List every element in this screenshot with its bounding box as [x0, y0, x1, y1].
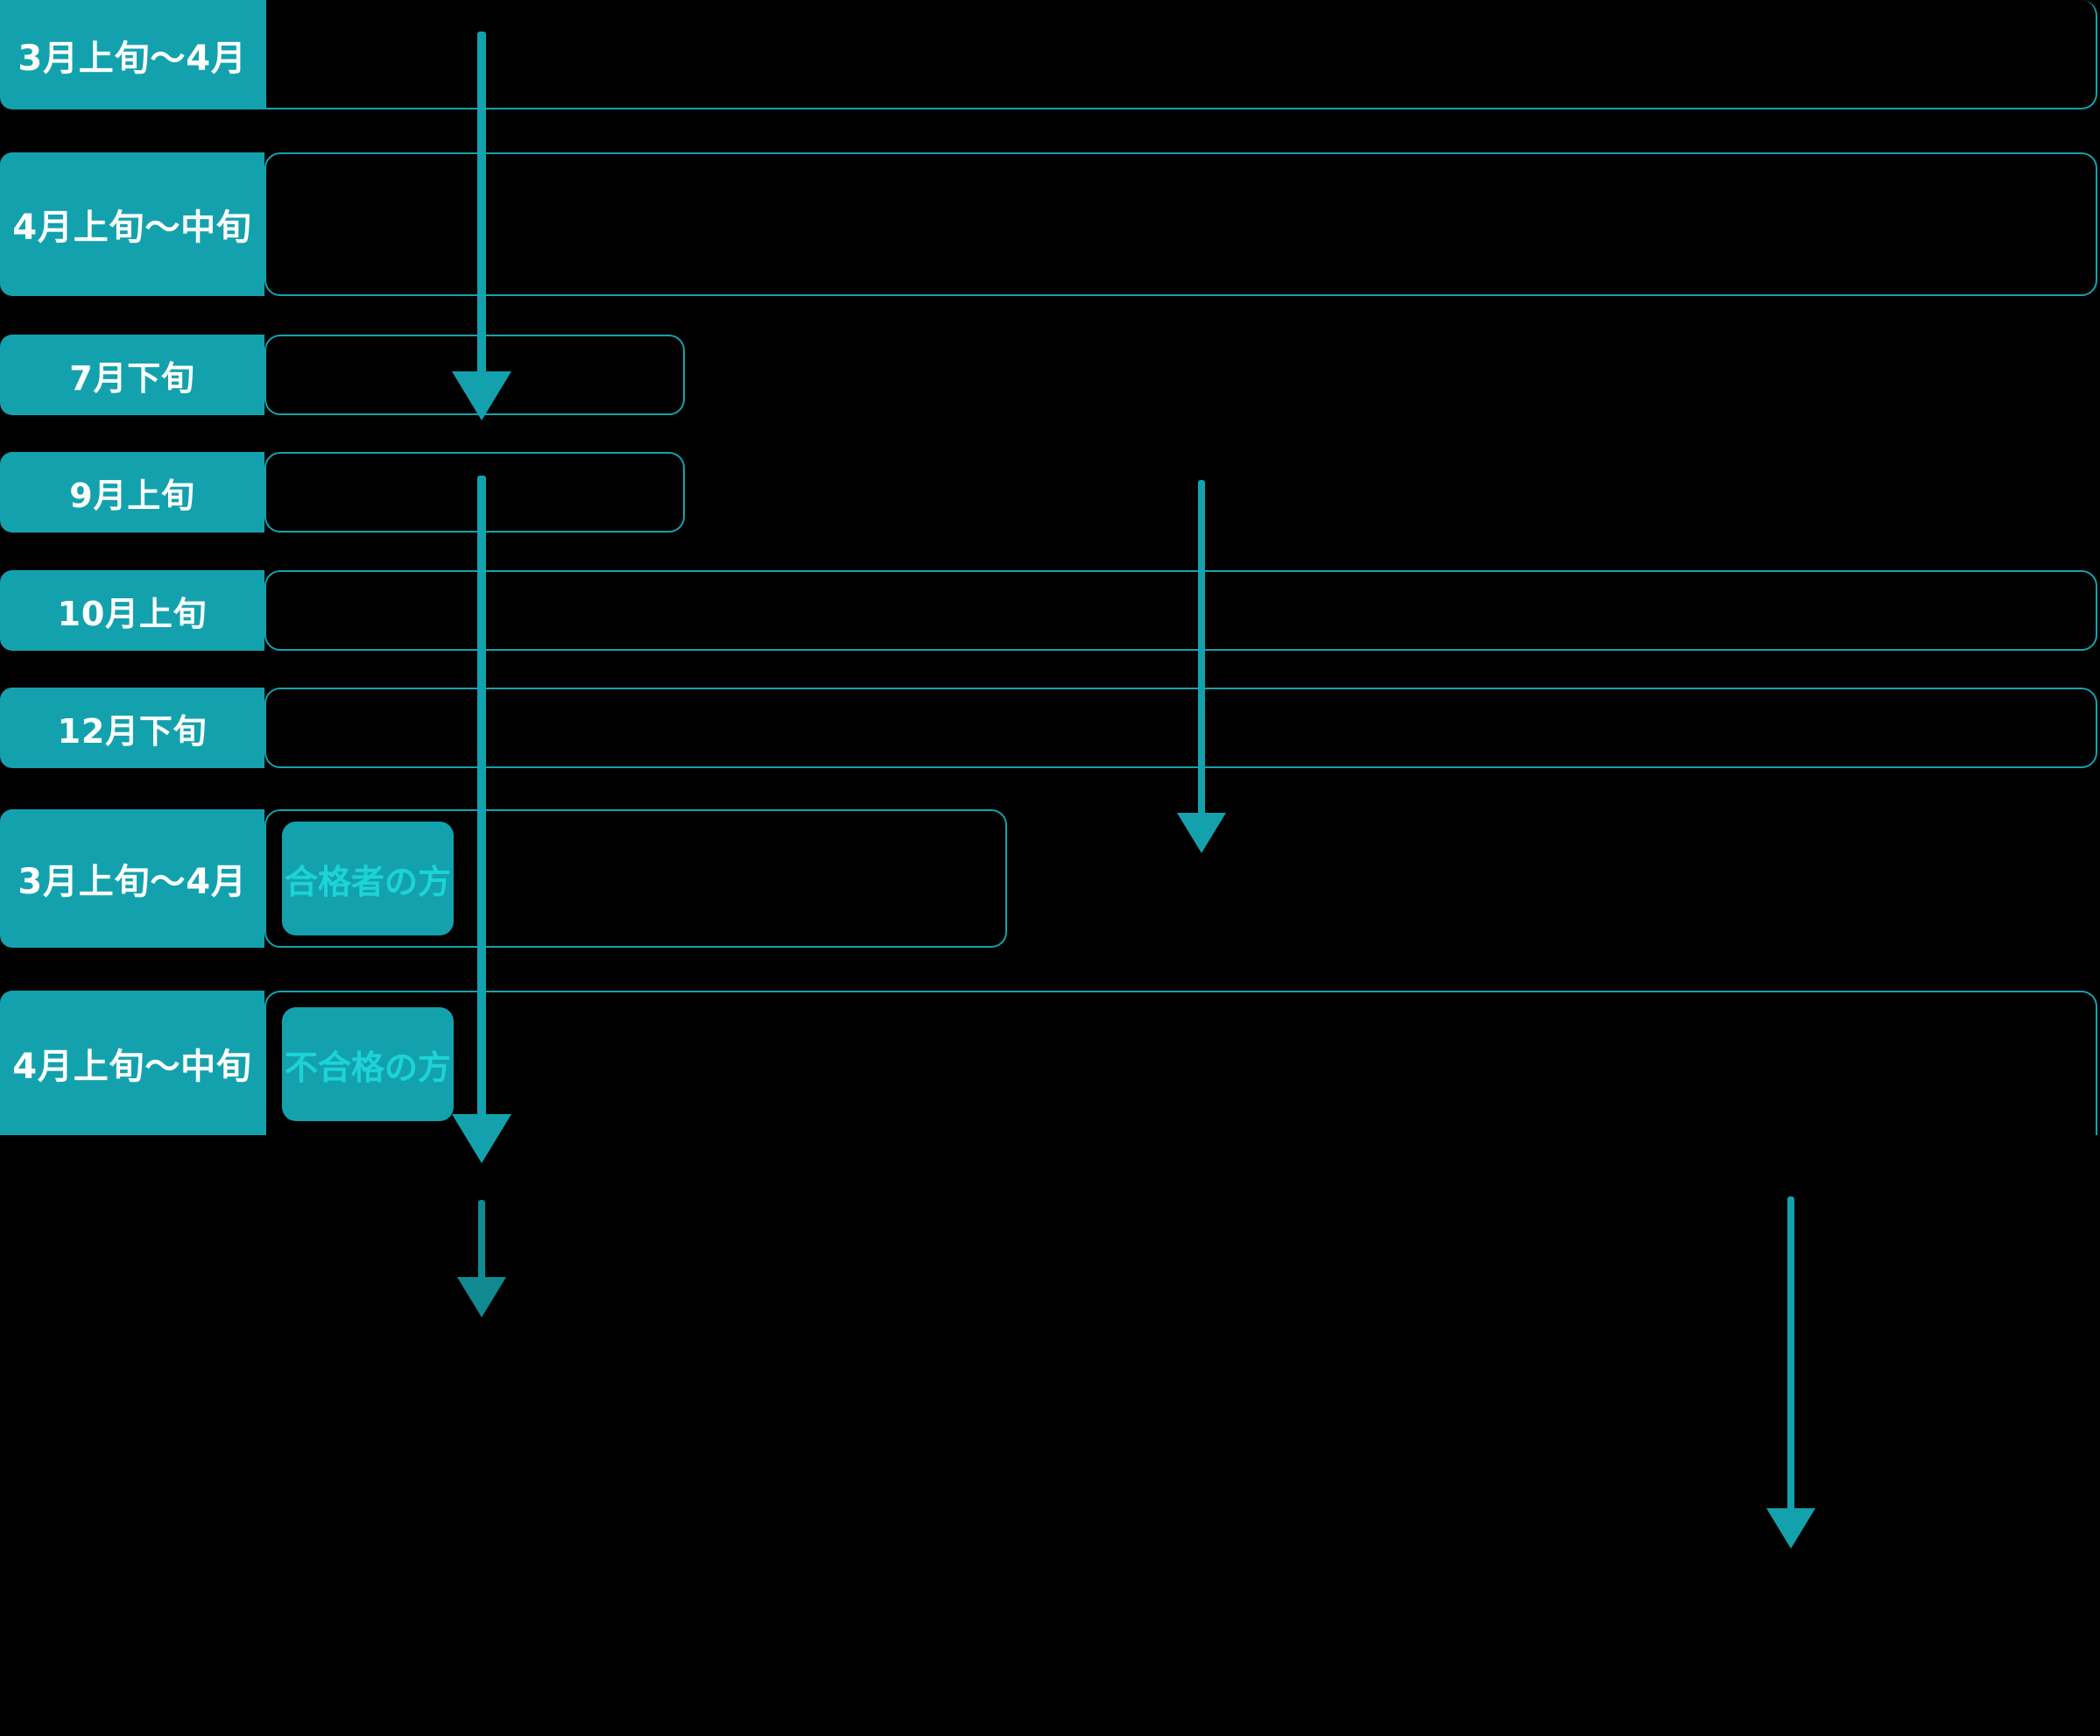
flow-arrow-down-to-pass-card — [457, 1200, 506, 1318]
arrow-shaft — [477, 476, 486, 1118]
arrow-head-down-icon — [457, 1277, 506, 1317]
row-3-period-text: 7月下旬 — [69, 358, 195, 398]
pass-result-card[interactable]: 合格者の方 — [282, 822, 454, 935]
arrow-shaft — [477, 32, 486, 375]
row-6-period-text: 12月下旬 — [57, 711, 208, 751]
flow-arrow-down-right — [1765, 1196, 1816, 1552]
flow-arrow-down-left-top — [452, 32, 511, 420]
row-5-period-text: 10月上旬 — [57, 594, 208, 633]
row-7-period-label: 3月上旬〜4月 — [0, 809, 264, 948]
row-7-body-text — [473, 832, 981, 928]
row-5-period-label: 10月上旬 — [0, 570, 264, 651]
row-1-period-text: 3月上旬〜4月 — [18, 38, 247, 79]
row-8-content-box — [264, 991, 2097, 1135]
row-2-body-text — [298, 172, 2014, 280]
row-2-period-label: 4月上旬〜中旬 — [0, 152, 264, 296]
arrow-shaft — [478, 1200, 485, 1281]
row-4-content-box — [264, 452, 685, 533]
row-6-content-box — [264, 688, 2097, 768]
row-4-period-text: 9月上旬 — [69, 476, 195, 515]
arrow-head-down-icon — [1177, 813, 1226, 853]
arrow-head-down-icon — [452, 1114, 511, 1163]
arrow-head-down-icon — [452, 371, 511, 420]
row-7-period-text: 3月上旬〜4月 — [18, 862, 247, 902]
fail-result-card[interactable]: 不合格の方 — [282, 1007, 454, 1121]
arrow-shaft — [1787, 1196, 1794, 1512]
row-6-body-text — [298, 702, 2014, 756]
row-8-period-label: 4月上旬〜中旬 — [0, 991, 264, 1135]
fail-result-card-label: 不合格の方 — [284, 1048, 451, 1087]
row-8-period-text: 4月上旬〜中旬 — [12, 1046, 252, 1087]
row-5-body-text — [298, 584, 2014, 639]
flow-arrow-down-left-long — [452, 476, 511, 1163]
row-4-period-label: 9月上旬 — [0, 452, 264, 533]
row-6-period-label: 12月下旬 — [0, 688, 264, 768]
row-5-content-box — [264, 570, 2097, 651]
row-2-content-box — [264, 152, 2097, 296]
row-1-period-label: 3月上旬〜4月 — [0, 0, 264, 109]
arrow-head-down-icon — [1766, 1508, 1815, 1549]
row-1-content-box — [264, 0, 2097, 109]
row-3-period-label: 7月下旬 — [0, 335, 264, 415]
arrow-shaft — [1198, 480, 1205, 816]
row-8-body-text — [473, 1016, 2014, 1112]
row-1-body-text — [298, 18, 2014, 96]
pass-result-card-label: 合格者の方 — [284, 862, 451, 901]
row-2-period-text: 4月上旬〜中旬 — [12, 208, 252, 248]
flow-arrow-down-mid — [1175, 480, 1228, 857]
